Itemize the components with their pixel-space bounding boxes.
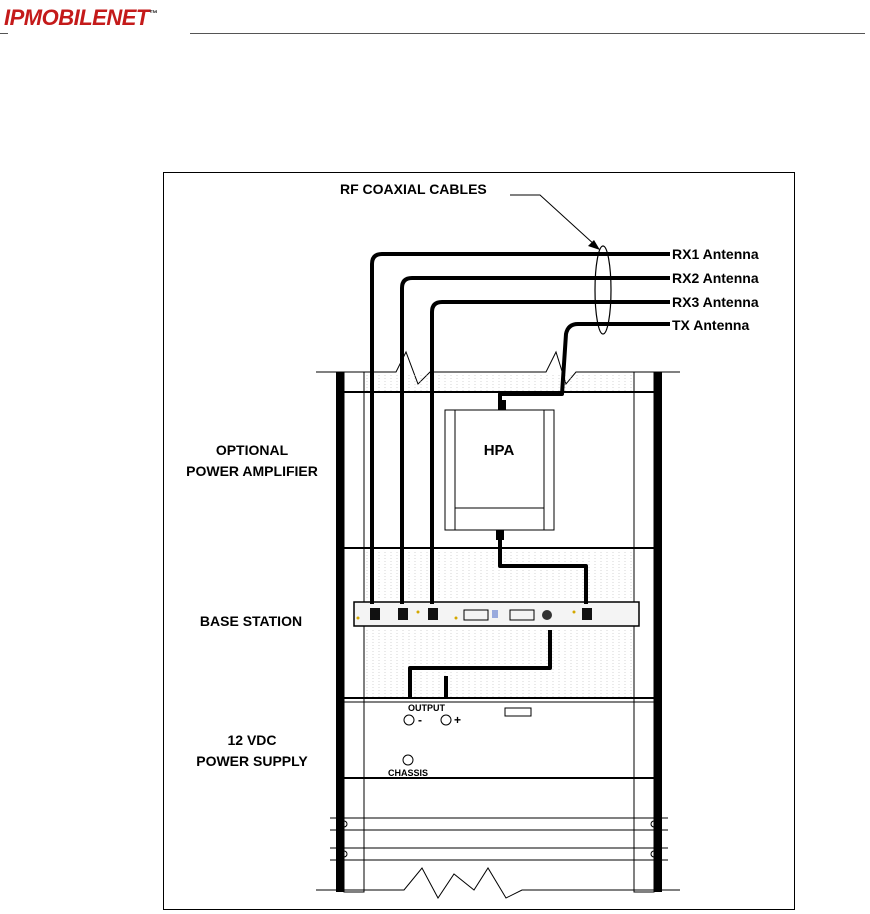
- rf-cables-label: RF COAXIAL CABLES: [340, 181, 487, 197]
- cable-bundle-marker: [595, 246, 611, 334]
- rail-screws: [341, 821, 657, 857]
- cables-leader-arrow: [510, 195, 600, 250]
- chassis-label: CHASSIS: [388, 768, 428, 778]
- tx-antenna-label: TX Antenna: [672, 317, 749, 333]
- rx3-antenna-label: RX3 Antenna: [672, 294, 759, 310]
- minus-label: -: [418, 713, 422, 727]
- rx1-antenna-label: RX1 Antenna: [672, 246, 759, 262]
- rx2-antenna-label: RX2 Antenna: [672, 270, 759, 286]
- hpa-unit: [445, 400, 554, 540]
- base-station-unit: [354, 602, 639, 626]
- base-station-label: BASE STATION: [200, 613, 302, 629]
- hpa-label: HPA: [484, 442, 515, 459]
- psu-label-line1: 12 VDC: [227, 732, 276, 748]
- psu-label-line2: POWER SUPPLY: [196, 753, 308, 769]
- plus-label: +: [454, 713, 461, 727]
- optional-label-line1: OPTIONAL: [216, 442, 289, 458]
- output-label: OUTPUT: [408, 703, 446, 713]
- optional-label-line2: POWER AMPLIFIER: [186, 463, 318, 479]
- bottom-break-line: [316, 868, 680, 898]
- power-supply-unit: [403, 708, 531, 765]
